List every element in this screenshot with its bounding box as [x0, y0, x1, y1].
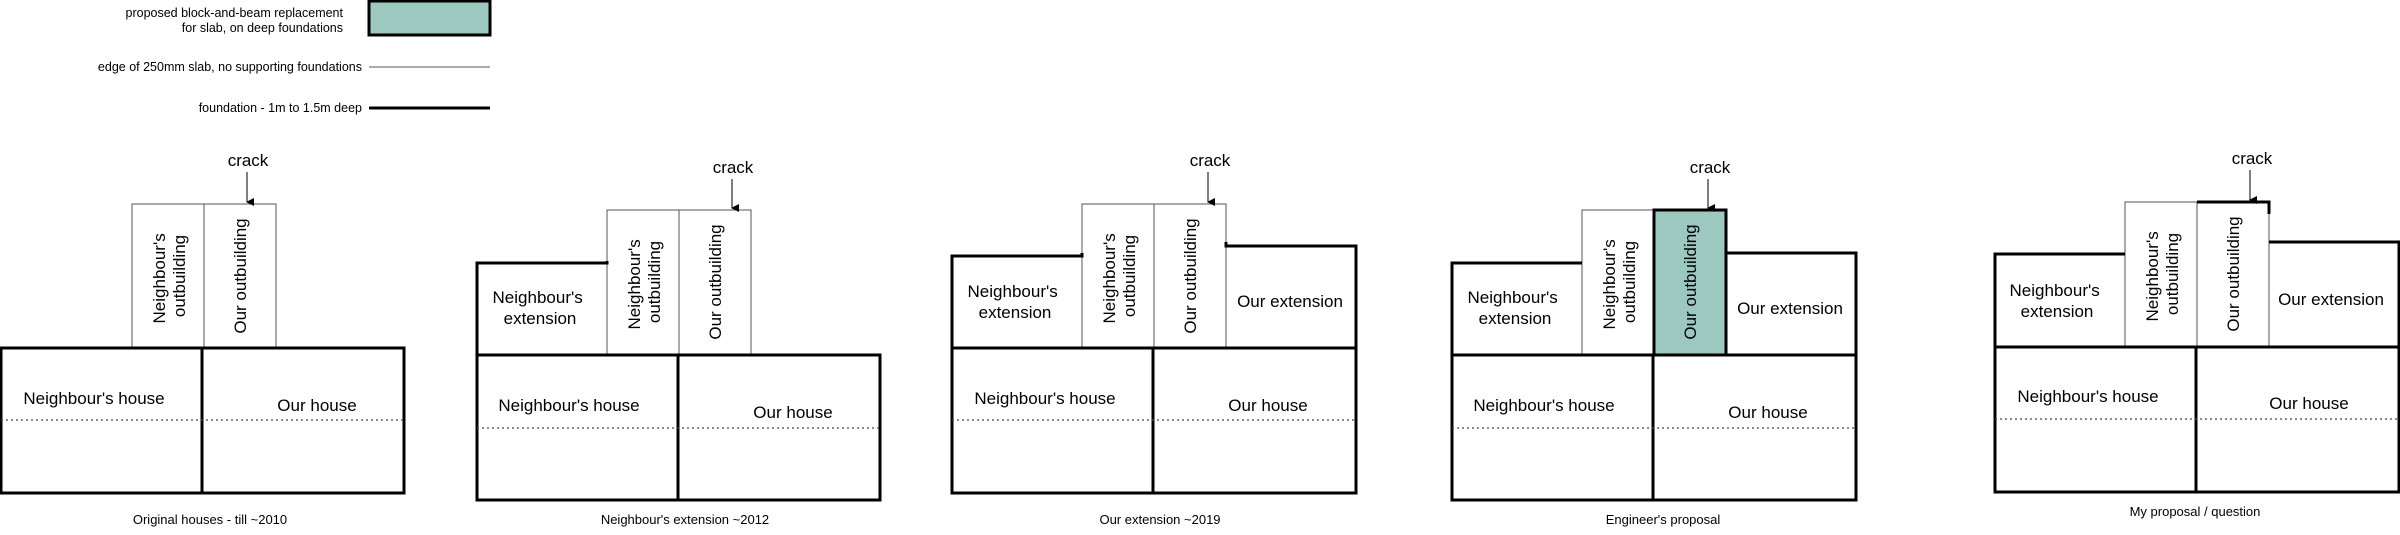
neighbours-extension: [950, 253, 1084, 348]
neighbours-outbuilding-label: Neighbour's outbuilding: [150, 229, 189, 324]
legend: proposed block-and-beam replacement for …: [98, 0, 492, 115]
legend-slab-edge-label: edge of 250mm slab, no supporting founda…: [98, 60, 362, 74]
our-outbuilding-label: Our outbuilding: [231, 218, 250, 333]
our-house-label: Our house: [2269, 394, 2348, 413]
our-extension-label: Our extension: [1237, 292, 1343, 311]
our-outbuilding-label: Our outbuilding: [706, 224, 725, 339]
legend-proposed-label-line1: proposed block-and-beam replacement: [126, 6, 344, 20]
crack-label: crack: [2232, 149, 2273, 168]
our-house-label: Our house: [753, 403, 832, 422]
our-extension: [2269, 240, 2400, 347]
crack-label: crack: [1190, 151, 1231, 170]
legend-foundation-label: foundation - 1m to 1.5m deep: [199, 101, 362, 115]
our-outbuilding-label: Our outbuilding: [2224, 216, 2243, 331]
our-house-label: Our house: [1228, 396, 1307, 415]
neighbours-extension: [1450, 261, 1582, 355]
neighbours-outbuilding-label: Neighbour's outbuilding: [625, 235, 664, 330]
legend-proposed-swatch: [367, 0, 492, 37]
panel-my-proposal: Neighbour's outbuilding Our outbuilding …: [1993, 149, 2400, 519]
neighbours-extension-label: Neighbour's extension: [493, 288, 588, 328]
our-house-label: Our house: [277, 396, 356, 415]
neighbours-outbuilding-label: Neighbour's outbuilding: [1600, 235, 1639, 330]
neighbours-extension-label: Neighbour's extension: [2010, 281, 2105, 321]
crack-label: crack: [713, 158, 754, 177]
panel-caption: Our extension ~2019: [1099, 512, 1220, 527]
neighbours-extension-label: Neighbour's extension: [1468, 288, 1563, 328]
neighbours-extension: [1993, 252, 2125, 347]
our-outbuilding-foundation: [2197, 200, 2271, 214]
neighbours-house-label: Neighbour's house: [1473, 396, 1614, 415]
neighbours-house-label: Neighbour's house: [23, 389, 164, 408]
neighbours-outbuilding-label: Neighbour's outbuilding: [2143, 227, 2182, 322]
panel-original-houses: Neighbour's outbuilding Our outbuilding …: [0, 151, 406, 527]
our-extension: [1224, 242, 1358, 348]
neighbours-extension-label: Neighbour's extension: [968, 282, 1063, 322]
crack-label: crack: [1690, 158, 1731, 177]
our-outbuilding-label: Our outbuilding: [1181, 218, 1200, 333]
neighbours-house-label: Neighbour's house: [2017, 387, 2158, 406]
neighbours-outbuilding-label: Neighbour's outbuilding: [1100, 229, 1139, 324]
legend-proposed-label-line2: for slab, on deep foundations: [182, 21, 343, 35]
our-extension: [1726, 251, 1858, 355]
panel-neighbours-extension: Neighbour's outbuilding Our outbuilding …: [475, 158, 882, 527]
panel-caption: Engineer's proposal: [1606, 512, 1721, 527]
panel-caption: Neighbour's extension ~2012: [601, 512, 769, 527]
crack-label: crack: [228, 151, 269, 170]
neighbours-house-label: Neighbour's house: [974, 389, 1115, 408]
our-extension-label: Our extension: [1737, 299, 1843, 318]
panel-caption: My proposal / question: [2130, 504, 2261, 519]
panel-our-extension: Neighbour's outbuilding Our outbuilding …: [950, 151, 1358, 527]
our-extension-label: Our extension: [2278, 290, 2384, 309]
our-outbuilding-label: Our outbuilding: [1681, 224, 1700, 339]
neighbours-house-label: Neighbour's house: [498, 396, 639, 415]
neighbours-extension: [475, 261, 609, 355]
panel-engineers-proposal: Neighbour's outbuilding Our outbuilding …: [1450, 158, 1858, 527]
our-house-label: Our house: [1728, 403, 1807, 422]
panel-caption: Original houses - till ~2010: [133, 512, 287, 527]
